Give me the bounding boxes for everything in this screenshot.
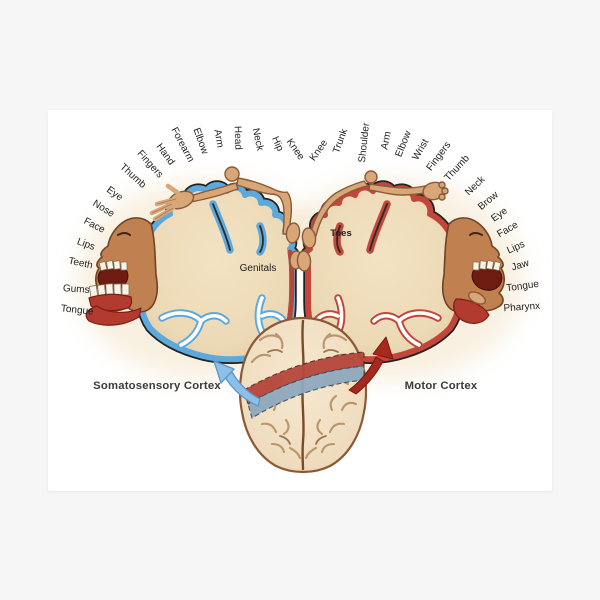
body-part-label-thumb: Thumb: [443, 153, 473, 184]
body-part-label-head: Head: [232, 126, 244, 150]
body-part-label-gums: Gums: [62, 283, 89, 296]
body-part-label-neck: Neck: [463, 174, 488, 198]
genitals-label: Genitals: [240, 263, 277, 274]
somatosensory-homunculus-figure: [149, 166, 301, 244]
body-part-label-arm: Arm: [211, 129, 225, 149]
body-part-label-thumb: Thumb: [117, 162, 148, 191]
body-part-label-shoulder: Shoulder: [357, 122, 372, 164]
figure-foot: [285, 222, 301, 244]
right-face-eye-icon: [469, 232, 483, 236]
body-part-label-knee: Knee: [284, 137, 307, 163]
motor-arrow-icon: [348, 336, 394, 395]
body-part-label-jaw: Jaw: [510, 258, 531, 274]
somatosensory-band: [247, 365, 365, 419]
body-part-label-trunk: Trunk: [331, 126, 350, 154]
body-part-label-eye: Eye: [104, 184, 125, 203]
motor-mouth-parts: [453, 291, 490, 324]
motor-sulci: [313, 200, 442, 349]
body-part-label-tongue: Tongue: [60, 303, 94, 317]
somatosensory-arrow-icon: [213, 360, 261, 407]
motor-cortex-title: Motor Cortex: [405, 380, 478, 392]
body-part-label-wrist: Wrist: [410, 137, 431, 162]
toes-label: Toes: [330, 228, 351, 239]
figure-head: [364, 170, 378, 184]
body-part-label-teeth: Teeth: [67, 256, 93, 272]
tongue-shape: [85, 305, 142, 326]
body-part-label-arm: Arm: [379, 130, 394, 150]
motor-face: [441, 217, 505, 313]
somatosensory-mouth-parts: [85, 283, 142, 326]
brain-gyri-shading: [267, 349, 339, 445]
body-part-label-knee: Knee: [308, 137, 331, 163]
body-part-label-elbow: Elbow: [191, 126, 211, 156]
somatosensory-sulci: [158, 200, 287, 349]
somatosensory-cortex-title: Somatosensory Cortex: [93, 380, 221, 392]
brain-midline: [301, 319, 305, 471]
brain-top-view: [238, 316, 368, 474]
figure-head: [224, 166, 240, 182]
body-part-label-tongue: Tongue: [506, 279, 540, 295]
figure-foot: [301, 227, 317, 249]
left-face-eye-icon: [117, 232, 131, 236]
body-part-label-pharynx: Pharynx: [503, 301, 540, 315]
motor-cortex-illustration: [289, 170, 505, 365]
motor-homunculus-figure: [289, 170, 449, 272]
pharynx-shape: [468, 291, 486, 305]
body-part-label-neck: Neck: [250, 127, 266, 153]
body-part-label-hip: Hip: [269, 135, 285, 154]
figure-body-leg: [309, 180, 369, 237]
